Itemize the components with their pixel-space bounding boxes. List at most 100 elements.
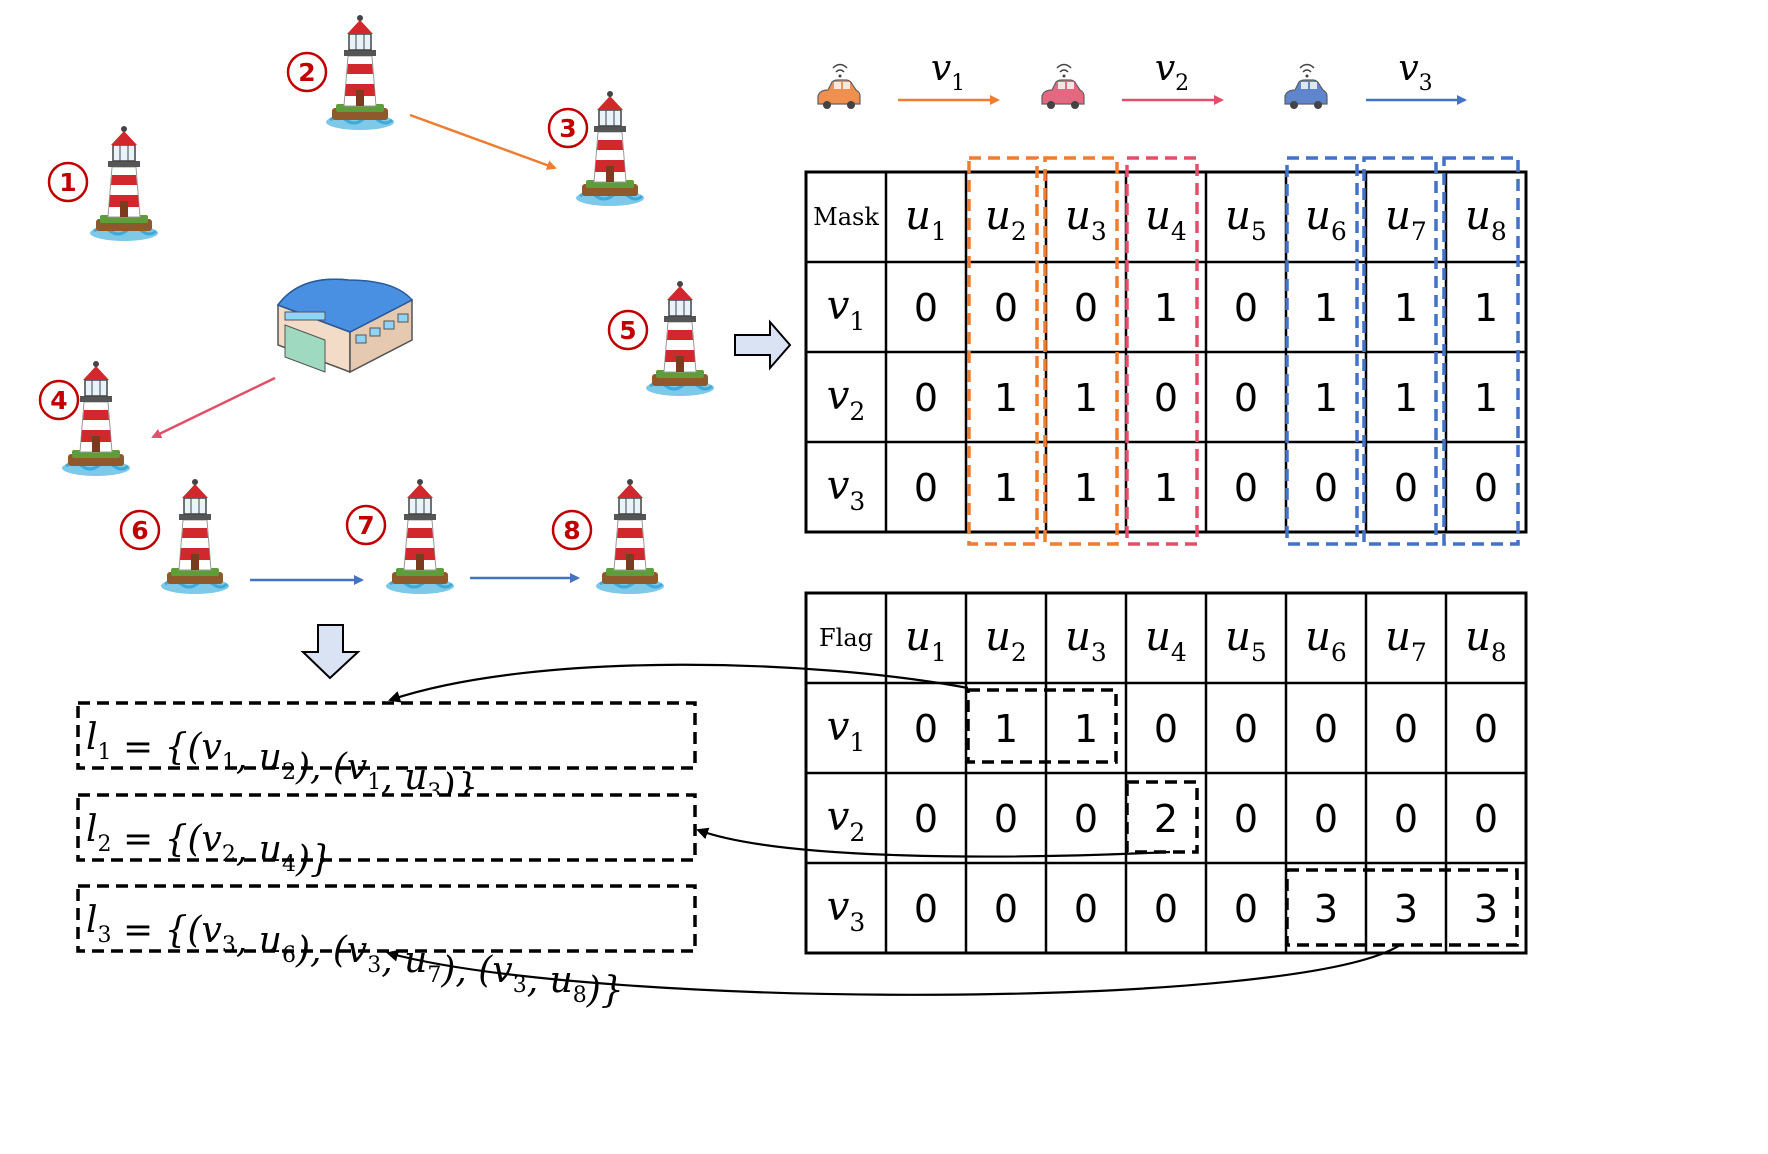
flag-table-cell: 0 <box>1394 797 1418 841</box>
mask-table-col-header-u6: u6 <box>1305 193 1347 246</box>
mask-table-cell: 1 <box>1074 376 1098 420</box>
flag-table-cell: 0 <box>1394 707 1418 751</box>
mask-table-col-header-u1: u1 <box>905 193 947 246</box>
flag-table-col-header-u1: u1 <box>905 614 947 667</box>
mask-highlights <box>967 156 1520 546</box>
flag-table-col-header-u2: u2 <box>985 614 1027 667</box>
mask-highlight-u7 <box>1362 156 1438 546</box>
flag-table-cell: 0 <box>914 797 938 841</box>
vehicle-2-label: v2 <box>1155 48 1189 96</box>
svg-text:5: 5 <box>619 316 636 345</box>
depot-warehouse-icon <box>276 278 414 374</box>
vehicle-1-label: v1 <box>931 48 965 96</box>
flag-table-cell: 0 <box>1474 707 1498 751</box>
lighthouse-6-icon <box>159 477 231 596</box>
mask-table-cell: 0 <box>914 376 938 420</box>
route-list-1: l1 = {(v1, u2), (v1, u3)} <box>76 701 697 808</box>
flag-table-cell: 0 <box>1234 887 1258 931</box>
svg-text:4: 4 <box>50 386 67 415</box>
flag-table-cell: 0 <box>1074 887 1098 931</box>
mask-table-col-header-u5: u5 <box>1225 193 1267 246</box>
svg-text:l2 = {(v2, u4)}: l2 = {(v2, u4)} <box>86 809 333 880</box>
vehicle-3-label: v3 <box>1398 48 1432 96</box>
flag-table-col-header-u8: u8 <box>1465 614 1507 667</box>
connector-l1 <box>388 663 969 703</box>
flag-table-col-header-u4: u4 <box>1145 614 1187 667</box>
mask-table-cell: 0 <box>1314 466 1338 510</box>
flag-table-cell: 0 <box>1154 707 1178 751</box>
mask-table-cell: 0 <box>1474 466 1498 510</box>
flag-table-cell: 0 <box>1234 707 1258 751</box>
flag-table-cell: 3 <box>1314 887 1338 931</box>
flag-table-col-header-u6: u6 <box>1305 614 1347 667</box>
node-label-5: 5 <box>607 309 649 351</box>
mask-table-cell: 0 <box>914 466 938 510</box>
mask-table-cell: 0 <box>1234 376 1258 420</box>
vehicle-1-icon <box>817 63 861 110</box>
mask-table-cell: 1 <box>1474 376 1498 420</box>
mask-table-cell: 0 <box>994 286 1018 330</box>
flag-table-col-header-u5: u5 <box>1225 614 1267 667</box>
flag-table-cell: 0 <box>1314 707 1338 751</box>
flag-table-cell: 0 <box>1234 797 1258 841</box>
mask-table-col-header-u7: u7 <box>1385 193 1427 246</box>
route-arrow-red <box>151 376 276 439</box>
mask-table-col-header-u2: u2 <box>985 193 1027 246</box>
flag-table-cell: 0 <box>1314 797 1338 841</box>
node-label-2: 2 <box>286 51 328 93</box>
mask-table-cell: 1 <box>1394 286 1418 330</box>
mask-table-cell: 1 <box>1074 466 1098 510</box>
mask-table-cell: 1 <box>1154 466 1178 510</box>
mask-table-cell: 1 <box>1314 286 1338 330</box>
flag-table-cell: 0 <box>994 797 1018 841</box>
mask-table-cell: 1 <box>994 466 1018 510</box>
node-label-3: 3 <box>547 107 589 149</box>
flag-table-row-header-v2: v2 <box>827 794 866 847</box>
mask-highlight-u2 <box>967 156 1039 546</box>
node-label-6: 6 <box>119 509 161 551</box>
mask-table-cell: 0 <box>1234 286 1258 330</box>
mask-table-row-header-v3: v3 <box>827 463 866 516</box>
vehicle-legend: v1 v2 v3 <box>817 48 1467 110</box>
route-lists: l1 = {(v1, u2), (v1, u3)}l2 = {(v2, u4)}… <box>76 701 697 1011</box>
mask-table-col-header-u3: u3 <box>1065 193 1107 246</box>
mask-table-cell: 0 <box>1394 466 1418 510</box>
flag-table-cell: 0 <box>994 887 1018 931</box>
lighthouse-2-icon <box>324 13 396 132</box>
mask-table-cell: 0 <box>1074 286 1098 330</box>
lighthouse-1-icon <box>88 124 160 243</box>
flag-table-cell: 3 <box>1474 887 1498 931</box>
svg-text:2: 2 <box>298 58 315 87</box>
mask-table-cell: 1 <box>994 376 1018 420</box>
vehicle-3-icon <box>1284 63 1328 110</box>
lighthouse-8-icon <box>594 477 666 596</box>
block-arrow-right-icon <box>734 319 792 371</box>
mask-table-cell: 1 <box>1474 286 1498 330</box>
lighthouse-4-icon <box>60 359 132 478</box>
flag-table-cell: 0 <box>1474 797 1498 841</box>
route-list-3: l3 = {(v3, u6), (v3, u7), (v3, u8)} <box>76 884 697 1011</box>
mask-highlight-u8 <box>1442 156 1520 546</box>
flag-table-cell: 0 <box>1074 797 1098 841</box>
flag-table-row-header-v1: v1 <box>827 704 866 757</box>
flag-table-cell: 0 <box>914 707 938 751</box>
node-label-4: 4 <box>38 379 80 421</box>
mask-table-cell: 0 <box>914 286 938 330</box>
mask-table-cell: 0 <box>1234 466 1258 510</box>
svg-text:8: 8 <box>563 516 580 545</box>
flag-table-col-header-u3: u3 <box>1065 614 1107 667</box>
flag-table-cell: 2 <box>1154 797 1178 841</box>
flag-table-cell: 1 <box>994 707 1018 751</box>
svg-text:l1 = {(v1, u2), (v1, u3)}: l1 = {(v1, u2), (v1, u3)} <box>86 717 478 808</box>
connector-l3 <box>386 944 1401 996</box>
flag-table-cell: 0 <box>1154 887 1178 931</box>
mask-table-col-header-u8: u8 <box>1465 193 1507 246</box>
route-arrow-orange <box>409 113 557 170</box>
block-arrow-down-icon <box>300 624 361 680</box>
connector-l2 <box>696 827 1171 858</box>
flag-table-cell: 1 <box>1074 707 1098 751</box>
